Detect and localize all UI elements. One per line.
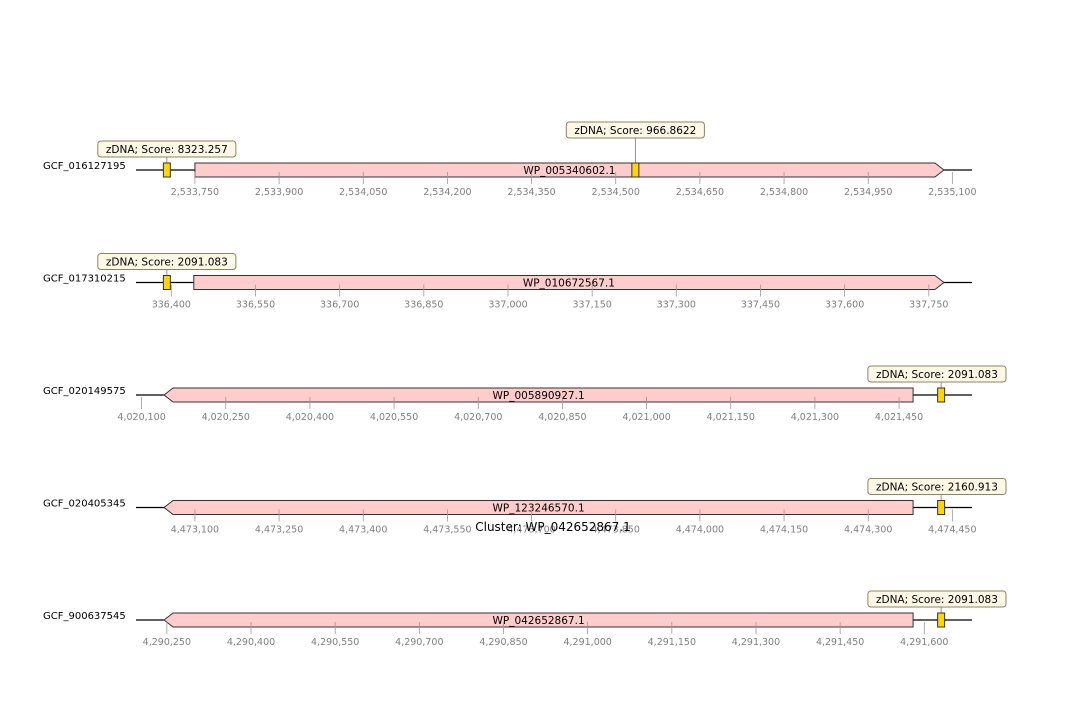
axis-tick-label: 4,291,450 <box>816 637 864 648</box>
axis-tick-label: 4,290,700 <box>395 637 443 648</box>
gene-label: WP_123246570.1 <box>493 503 585 515</box>
feature-callout-label: zDNA; Score: 2091.083 <box>876 369 998 381</box>
feature-callout-box <box>97 140 237 158</box>
axis-tick-label: 337,600 <box>825 300 864 311</box>
axis-tick-label: 4,020,400 <box>286 412 334 423</box>
feature-callout-label: zDNA; Score: 2091.083 <box>876 594 998 606</box>
axis-tick-label: 4,021,150 <box>707 412 755 423</box>
gene-label: WP_042652867.1 <box>493 615 585 627</box>
axis-tick-label: 4,290,850 <box>479 637 527 648</box>
zdna-feature-marker <box>162 275 171 290</box>
axis-tick-label: 2,535,100 <box>928 187 976 198</box>
gene-label: WP_005340602.1 <box>523 165 615 177</box>
feature-callout-label: zDNA; Score: 2160.913 <box>876 482 998 494</box>
track-genome-label: GCF_020149575 <box>43 386 126 397</box>
axis-tick-label: 4,020,700 <box>454 412 502 423</box>
gene-track: GCF_016127195 WP_005340602.1 2,533,750 2,53… <box>43 121 977 198</box>
axis-tick-label: 2,533,900 <box>255 187 303 198</box>
axis-tick-label: 4,020,850 <box>538 412 586 423</box>
axis-tick-label: 337,450 <box>741 300 780 311</box>
axis-tick-label: 2,534,350 <box>507 187 555 198</box>
axis-tick-label: 4,021,300 <box>791 412 839 423</box>
axis-tick-label: 4,291,000 <box>563 637 611 648</box>
axis-tick-label: 4,473,700 <box>507 525 555 536</box>
tracks-layer: GCF_016127195 WP_005340602.1 2,533,750 2,53… <box>43 121 1007 648</box>
axis-tick-label: 4,020,250 <box>202 412 250 423</box>
axis-tick-label: 336,850 <box>404 300 443 311</box>
track-genome-label: GCF_017310215 <box>43 274 126 285</box>
gene-arrow <box>163 612 914 628</box>
feature-callout-box <box>867 365 1007 383</box>
track-genome-label: GCF_900637545 <box>43 611 126 622</box>
gene-track: GCF_020405345 WP_123246570.1 4,473,100 4,47… <box>43 478 1007 536</box>
gene-arrow <box>193 275 945 290</box>
axis-tick-label: 337,750 <box>909 300 948 311</box>
axis-tick-label: 4,474,150 <box>760 525 808 536</box>
axis-tick-label: 4,021,450 <box>875 412 923 423</box>
gene-track: GCF_017310215 WP_010672567.1 336,400 336,55… <box>43 253 972 311</box>
axis-tick-label: 337,000 <box>488 300 527 311</box>
zdna-feature-marker <box>631 162 640 178</box>
axis-tick-label: 2,533,750 <box>171 187 219 198</box>
zdna-feature-marker <box>937 612 946 628</box>
axis-tick-label: 4,290,250 <box>143 637 191 648</box>
axis-tick-label: 2,534,050 <box>339 187 387 198</box>
axis-tick-label: 336,400 <box>152 300 191 311</box>
feature-callout-box <box>97 253 237 270</box>
axis-tick-label: 4,291,300 <box>732 637 780 648</box>
gene-arrow <box>163 500 914 515</box>
axis-tick-label: 2,534,800 <box>760 187 808 198</box>
axis-tick-label: 2,534,950 <box>844 187 892 198</box>
axis-tick-label: 4,474,300 <box>844 525 892 536</box>
gene-arrow <box>163 387 914 403</box>
axis-tick-label: 4,473,100 <box>171 525 219 536</box>
gene-track: GCF_900637545 WP_042652867.1 4,290,250 4,29… <box>43 590 1007 648</box>
axis-tick-label: 336,550 <box>236 300 275 311</box>
axis-tick-label: 337,300 <box>657 300 696 311</box>
axis-tick-label: 4,290,550 <box>311 637 359 648</box>
axis-tick-label: 4,021,000 <box>622 412 670 423</box>
axis-tick-label: 2,534,650 <box>676 187 724 198</box>
track-genome-label: GCF_020405345 <box>43 499 126 510</box>
feature-callout-box <box>867 590 1007 608</box>
axis-tick-label: 4,474,450 <box>928 525 976 536</box>
axis-tick-label: 4,473,850 <box>592 525 640 536</box>
axis-tick-label: 4,473,250 <box>255 525 303 536</box>
axis-tick-label: 4,020,100 <box>117 412 165 423</box>
feature-callout-label: zDNA; Score: 8323.257 <box>106 144 228 156</box>
axis-tick-label: 337,150 <box>573 300 612 311</box>
axis-tick-label: 4,020,550 <box>370 412 418 423</box>
cluster-title: Cluster: WP_042652867.1 <box>475 520 631 534</box>
feature-callout-box <box>565 121 705 139</box>
feature-callout-label: zDNA; Score: 2091.083 <box>106 257 228 269</box>
axis-tick-label: 4,291,150 <box>648 637 696 648</box>
axis-tick-label: 336,700 <box>320 300 359 311</box>
axis-tick-label: 2,534,200 <box>423 187 471 198</box>
gene-track: GCF_020149575 WP_005890927.1 4,020,100 4,02… <box>43 365 1007 423</box>
gene-label: WP_005890927.1 <box>493 390 585 402</box>
zdna-feature-marker <box>937 500 946 515</box>
axis-tick-label: 4,290,400 <box>227 637 275 648</box>
axis-tick-label: 2,534,500 <box>592 187 640 198</box>
zdna-feature-marker <box>937 387 946 403</box>
feature-callout-label: zDNA; Score: 966.8622 <box>574 125 696 137</box>
zdna-feature-marker <box>162 162 171 178</box>
feature-callout-box <box>867 478 1007 495</box>
axis-tick-label: 4,473,550 <box>423 525 471 536</box>
axis-tick-label: 4,291,600 <box>900 637 948 648</box>
axis-tick-label: 4,473,400 <box>339 525 387 536</box>
gene-label: WP_010672567.1 <box>523 278 615 290</box>
track-genome-label: GCF_016127195 <box>43 161 126 172</box>
axis-tick-label: 4,474,000 <box>676 525 724 536</box>
